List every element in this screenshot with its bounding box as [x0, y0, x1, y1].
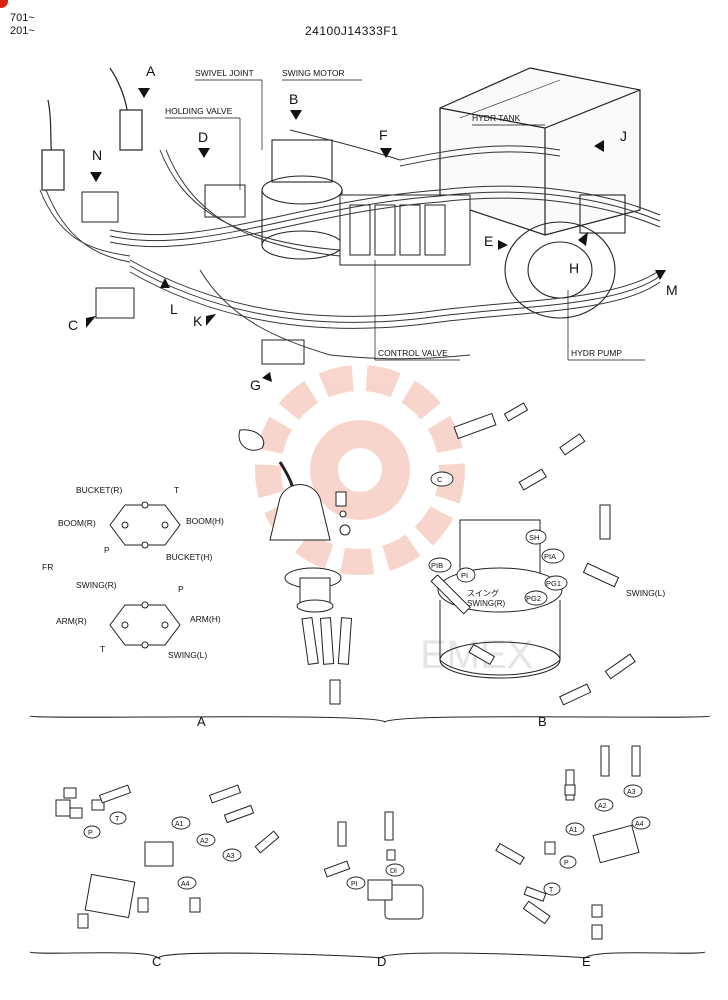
- section-a-pilot-pattern-bottom: [109, 601, 181, 649]
- port-boom-r: BOOM(R): [58, 518, 96, 528]
- label-swing-motor: SWING MOTOR: [282, 68, 345, 78]
- view-letter-h: H: [569, 260, 579, 276]
- port-a3-c: A3: [226, 853, 235, 860]
- direction-fr: FR: [42, 562, 53, 572]
- view-letter-m: M: [666, 282, 678, 298]
- port-t-e: T: [549, 887, 554, 894]
- view-letter-e: E: [484, 233, 493, 249]
- port-swing-r: SWING(R): [76, 580, 117, 590]
- port-c-label: C: [437, 475, 443, 484]
- port-a1-c: A1: [175, 821, 184, 828]
- view-arrows: [86, 88, 666, 382]
- corner-page-marker: [0, 0, 8, 8]
- label-leaders: [165, 79, 645, 361]
- port-a4-e: A4: [635, 821, 644, 828]
- control-valve-block: [339, 194, 471, 266]
- serial-range-1: 701~: [10, 12, 35, 24]
- port-a2-c: A2: [200, 838, 209, 845]
- port-a1-e: A1: [569, 827, 578, 834]
- section-b-hoses: [430, 402, 636, 706]
- label-swivel-joint: SWIVEL JOINT: [195, 68, 254, 78]
- serial-range-2: 201~: [10, 25, 35, 37]
- label-control-valve: CONTROL VALVE: [378, 348, 448, 358]
- port-pi-d: PI: [351, 881, 358, 888]
- section-e-valve: [495, 745, 641, 940]
- section-label-b: B: [538, 714, 547, 729]
- view-letter-b: B: [289, 91, 298, 107]
- section-d-valve: [323, 811, 424, 920]
- hydraulic-tank: [439, 67, 641, 236]
- port-pi-label: PI: [461, 571, 468, 580]
- joystick-lever-right: [109, 67, 143, 151]
- pilot-valve-c: [95, 287, 135, 319]
- port-p-top: P: [104, 545, 110, 555]
- view-letter-c: C: [68, 317, 78, 333]
- pilot-valve-n: [81, 191, 119, 223]
- port-a3-e: A3: [627, 789, 636, 796]
- section-label-d: D: [377, 954, 386, 969]
- label-swing-r: SWING(R): [467, 599, 506, 608]
- view-letter-f: F: [379, 127, 388, 143]
- section-label-c: C: [152, 954, 161, 969]
- port-boom-h: BOOM(H): [186, 516, 224, 526]
- label-hydr-tank: HYDR TANK: [472, 113, 521, 123]
- holding-valve: [204, 184, 246, 218]
- pilot-valve-g: [261, 339, 305, 365]
- view-letter-a: A: [146, 63, 156, 79]
- port-t-c: T: [115, 816, 120, 823]
- section-divider-cde: [29, 951, 706, 959]
- port-bucket-r: BUCKET(R): [76, 485, 122, 495]
- view-letter-l: L: [170, 301, 178, 317]
- view-letter-j: J: [620, 128, 627, 144]
- section-label-e: E: [582, 954, 591, 969]
- section-e-port-circles: [543, 784, 651, 896]
- port-pib-label: PIB: [431, 561, 443, 570]
- label-holding-valve: HOLDING VALVE: [165, 106, 233, 116]
- view-letter-g: G: [250, 377, 261, 393]
- label-swing-kana: スイング: [467, 588, 499, 598]
- port-p-c: P: [88, 830, 93, 837]
- port-p-bottom: P: [178, 584, 184, 594]
- swing-motor: [261, 139, 343, 260]
- hose-bundle-main: [39, 129, 661, 360]
- port-swing-l: SWING(L): [168, 650, 207, 660]
- view-letter-d: D: [198, 129, 208, 145]
- port-pia-label: PIA: [544, 552, 556, 561]
- joystick-assembly: [238, 429, 342, 613]
- port-a2-e: A2: [598, 803, 607, 810]
- label-hydr-pump: HYDR PUMP: [571, 348, 622, 358]
- port-t-bottom: T: [100, 644, 105, 654]
- port-pg1-label: PG1: [546, 579, 561, 588]
- port-t-top: T: [174, 485, 179, 495]
- port-p-e: P: [564, 860, 569, 867]
- watermark-gear-logo: [255, 365, 465, 575]
- port-di-d: DI: [390, 868, 397, 875]
- section-label-a: A: [197, 714, 206, 729]
- port-bucket-h: BUCKET(H): [166, 552, 212, 562]
- section-c-port-circles: [83, 811, 242, 890]
- section-c-valve: [55, 784, 280, 929]
- view-letter-k: K: [193, 313, 203, 329]
- port-arm-h: ARM(H): [190, 614, 221, 624]
- port-sh-label: SH: [529, 533, 539, 542]
- drawing-number: 24100J14333F1: [305, 24, 399, 38]
- section-b-port-circles: [428, 471, 568, 606]
- port-arm-r: ARM(R): [56, 616, 87, 626]
- port-a4-c: A4: [181, 881, 190, 888]
- section-a-fittings: [301, 491, 353, 705]
- section-a-pilot-pattern-top: [109, 501, 181, 549]
- joystick-lever-left: [41, 99, 65, 191]
- section-divider-ab: [29, 715, 711, 723]
- section-d-port-circles: [346, 863, 405, 890]
- port-pg2-label: PG2: [526, 594, 541, 603]
- view-letter-n: N: [92, 147, 102, 163]
- label-swing-l: SWING(L): [626, 588, 665, 598]
